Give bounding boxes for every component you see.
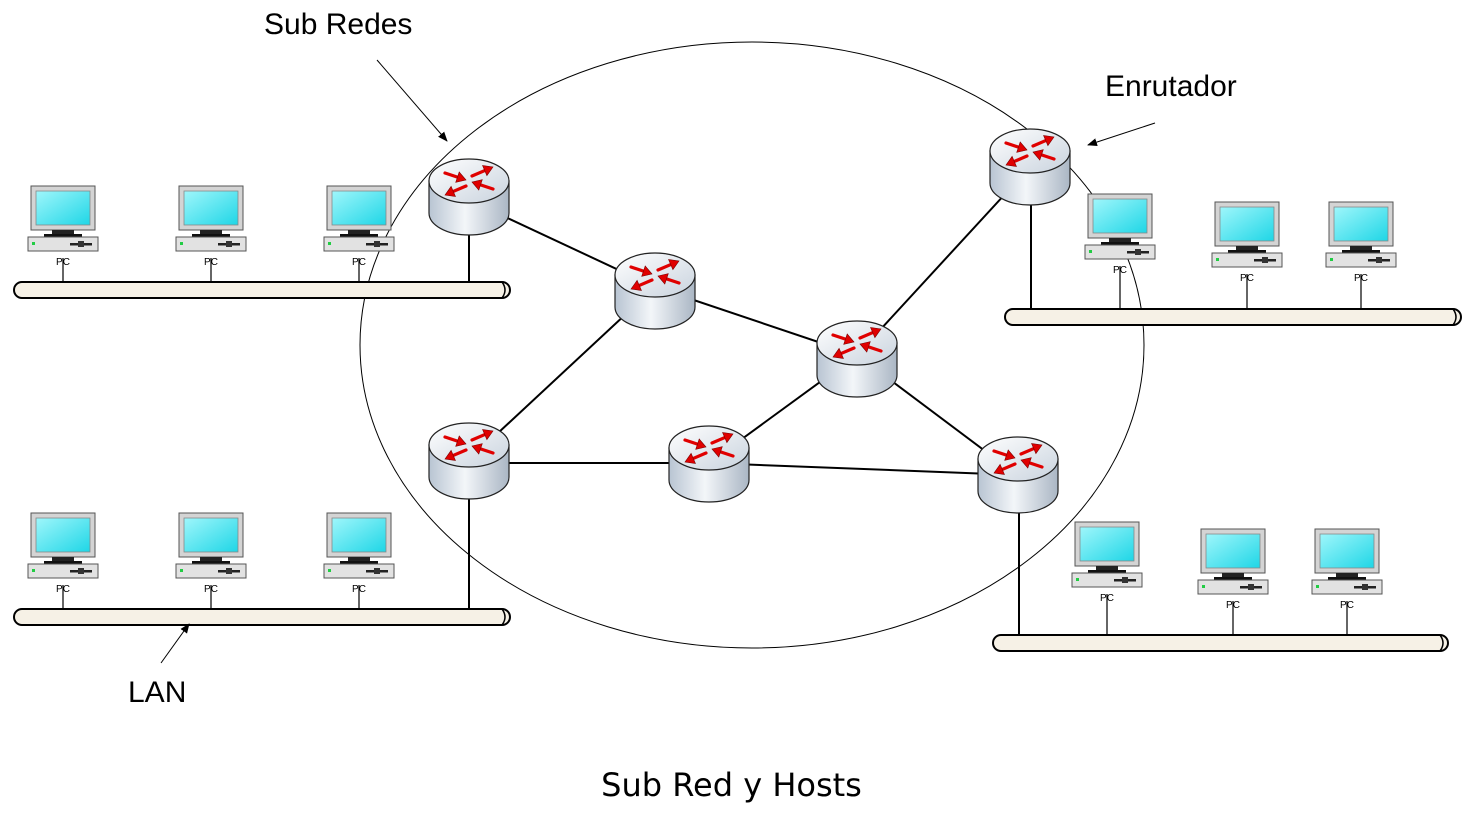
pc-label: PC — [1226, 600, 1240, 611]
pc-label: PC — [1113, 265, 1127, 276]
router-icon — [428, 422, 510, 500]
pc-icon: PC — [27, 512, 99, 609]
subnets-pointer-arrow — [376, 59, 448, 142]
lan-bus — [1004, 308, 1462, 326]
diagram-caption: Sub Red y Hosts — [601, 766, 862, 804]
pc-label: PC — [204, 257, 218, 268]
pc-icon: PC — [323, 512, 395, 609]
lan-bus — [13, 281, 511, 299]
router-links — [468, 167, 1032, 635]
pc-label: PC — [56, 257, 70, 268]
pc-label: PC — [1340, 600, 1354, 611]
pc-icon: PC — [175, 185, 247, 282]
lan-pointer-arrow — [160, 623, 190, 664]
link — [708, 462, 1018, 476]
router-icon — [977, 436, 1059, 514]
pc-icon: PC — [1325, 201, 1397, 309]
router-icon — [614, 252, 696, 330]
pc-icon: PC — [1197, 528, 1269, 635]
pc-group: PC PC PC PC PC PC PC PC PC PC PC PC — [27, 185, 1397, 635]
pc-label: PC — [204, 584, 218, 595]
lan-label: LAN — [128, 676, 187, 709]
router-icon — [428, 158, 510, 236]
router-pointer-arrow — [1087, 122, 1156, 146]
lan-bus — [992, 634, 1449, 652]
router-label: Enrutador — [1105, 70, 1237, 103]
lan-bus — [13, 608, 511, 626]
pc-icon: PC — [1071, 521, 1143, 635]
pc-label: PC — [1354, 273, 1368, 284]
pc-label: PC — [56, 584, 70, 595]
pc-icon: PC — [1211, 201, 1283, 309]
pc-icon: PC — [1311, 528, 1383, 635]
router-group — [428, 128, 1071, 514]
pc-icon: PC — [27, 185, 99, 282]
router-icon — [816, 320, 898, 398]
link — [856, 167, 1030, 356]
pc-label: PC — [352, 257, 366, 268]
pc-label: PC — [1240, 273, 1254, 284]
subnet-boundary — [359, 41, 1145, 649]
pc-label: PC — [352, 584, 366, 595]
lan-buses — [13, 281, 1462, 652]
router-icon — [989, 128, 1071, 206]
pc-icon: PC — [1084, 193, 1156, 309]
router-icon — [668, 425, 750, 503]
pc-label: PC — [1100, 593, 1114, 604]
subnets-label: Sub Redes — [264, 8, 413, 41]
pc-icon: PC — [323, 185, 395, 282]
pc-icon: PC — [175, 512, 247, 609]
